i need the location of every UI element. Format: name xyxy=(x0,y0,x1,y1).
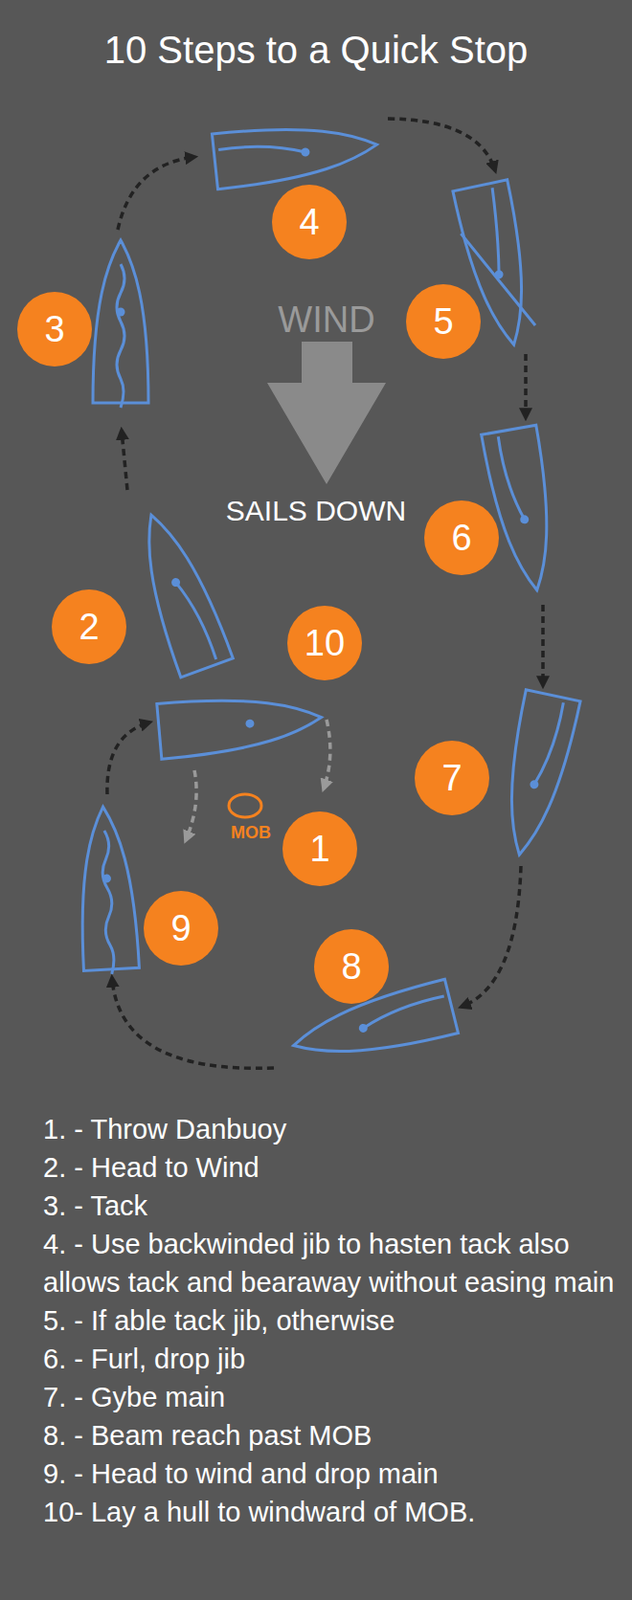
step-number: 7 xyxy=(441,758,462,800)
drift-arrow xyxy=(185,770,197,841)
sail xyxy=(176,578,217,664)
course-arrow xyxy=(461,866,521,1008)
step-circle: 1 xyxy=(282,812,358,887)
step-text: 10- Lay a hull to windward of MOB. xyxy=(43,1493,618,1533)
wind-label: WIND xyxy=(277,299,375,341)
step-text: 6. - Furl, drop jib xyxy=(43,1340,618,1379)
boat xyxy=(492,690,581,861)
step-number: 1 xyxy=(309,829,330,871)
step-text: 9. - Head to wind and drop main xyxy=(43,1455,618,1494)
hull xyxy=(492,690,581,861)
mob-label: MOB xyxy=(230,823,271,844)
step-number: 4 xyxy=(298,202,319,244)
sail xyxy=(497,434,525,522)
step-number: 9 xyxy=(170,908,191,950)
boat xyxy=(481,425,565,595)
step-text: 8. - Beam reach past MOB xyxy=(43,1417,618,1456)
course-arrow xyxy=(112,978,274,1069)
steps-list: 1. - Throw Danbuoy2. - Head to Wind3. - … xyxy=(43,1110,618,1533)
step-number: 2 xyxy=(78,607,99,649)
course-arrow xyxy=(523,354,528,418)
step-text: 7. - Gybe main xyxy=(43,1378,618,1418)
step-circle: 2 xyxy=(51,589,127,665)
step-number: 8 xyxy=(340,947,362,989)
sail xyxy=(116,264,125,408)
step-text: 5. - If able tack jib, otherwise xyxy=(43,1302,618,1341)
step-circle: 10 xyxy=(287,606,362,681)
step-number: 3 xyxy=(44,309,65,351)
sail xyxy=(218,140,306,162)
step-number: 6 xyxy=(451,518,472,560)
mob-ring xyxy=(228,794,262,818)
step-circle: 9 xyxy=(143,891,219,967)
wind-arrow xyxy=(267,341,386,485)
step-number: 10 xyxy=(304,623,345,665)
step-circle: 6 xyxy=(424,500,499,576)
sail xyxy=(100,831,116,975)
hull xyxy=(211,116,380,189)
drift-arrow xyxy=(323,720,331,790)
hull xyxy=(481,425,565,595)
boats xyxy=(75,116,581,1073)
boat xyxy=(211,116,380,189)
mast xyxy=(245,719,255,729)
sails-down-label: SAILS DOWN xyxy=(225,495,407,528)
step-text: 4. - Use backwinded jib to hasten tack a… xyxy=(43,1225,618,1303)
wind-arrow-shape xyxy=(267,341,386,485)
step-text: 1. - Throw Danbuoy xyxy=(43,1110,618,1150)
course-arrow xyxy=(107,722,150,795)
course-arrow xyxy=(117,157,195,230)
sail xyxy=(534,700,565,789)
course-arrows xyxy=(107,118,543,1069)
title: 10 Steps to a Quick Stop xyxy=(0,28,632,72)
sail xyxy=(360,996,447,1030)
step-number: 5 xyxy=(432,301,453,343)
boat xyxy=(92,240,149,408)
course-arrow xyxy=(121,430,128,491)
step-circle: 8 xyxy=(314,929,389,1005)
step-circle: 5 xyxy=(406,284,481,360)
boat xyxy=(125,505,234,678)
course-arrow xyxy=(541,605,545,686)
course-arrow xyxy=(387,118,496,171)
boat xyxy=(157,690,324,761)
boat xyxy=(75,806,140,977)
hull xyxy=(157,690,324,761)
step-text: 2. - Head to Wind xyxy=(43,1149,618,1188)
step-text: 3. - Tack xyxy=(43,1187,618,1226)
hull xyxy=(125,505,234,678)
step-circle: 3 xyxy=(17,292,92,367)
step-circle: 4 xyxy=(271,184,347,260)
step-circle: 7 xyxy=(414,741,490,816)
